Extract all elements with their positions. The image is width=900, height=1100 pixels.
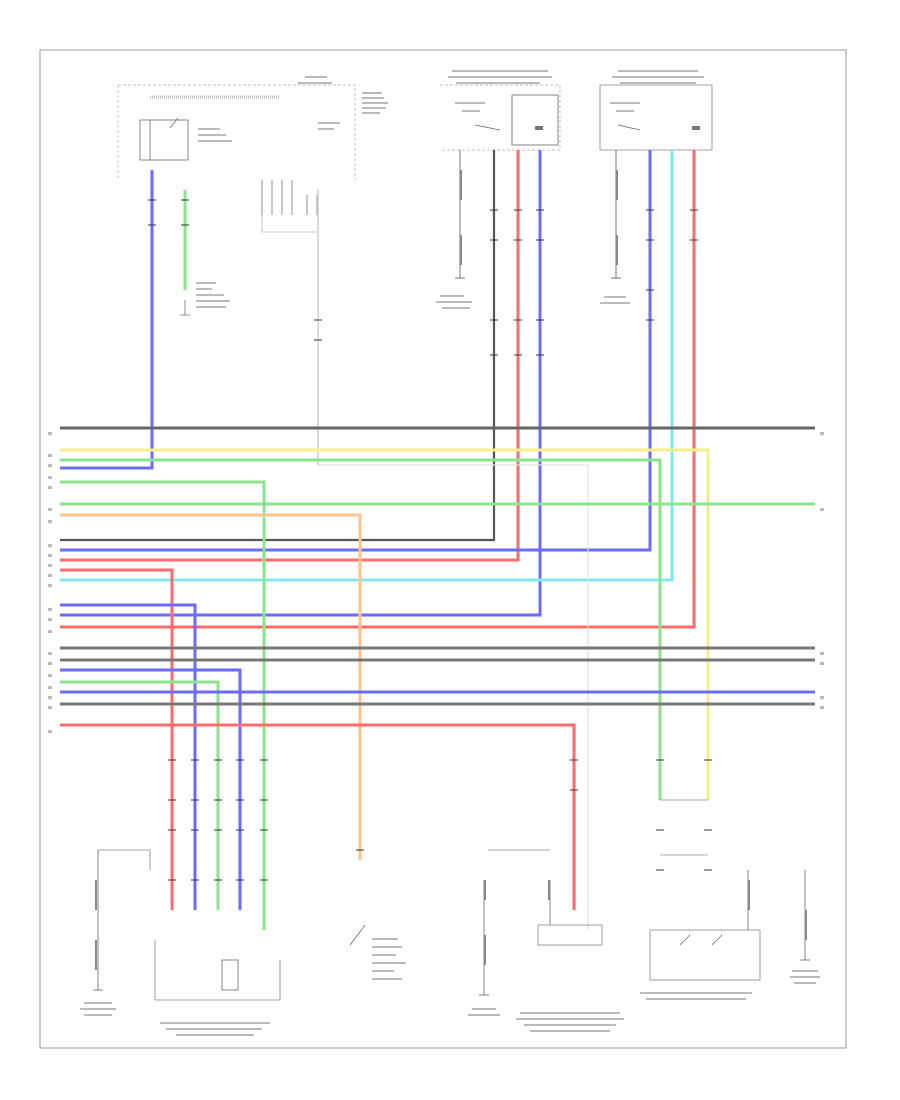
horizontal-bus-wires [60, 426, 815, 930]
wire-blue-left [60, 150, 652, 552]
bus-gray-light [318, 464, 589, 930]
bus-blue-slide-1 [60, 603, 197, 910]
left-slide-door-component [80, 849, 281, 1036]
wire-red-front [60, 150, 520, 562]
wire-red-left [60, 150, 696, 629]
right-slide-door-component [640, 799, 820, 1000]
bus-green-slide [60, 680, 220, 910]
bus-green-1 [60, 458, 662, 800]
bus-red-slide [60, 568, 174, 910]
bus-yellow [60, 448, 710, 800]
wire-blue-front [60, 150, 542, 617]
wire-dark-front [60, 150, 496, 542]
connector-marks [148, 199, 712, 881]
bus-orange [60, 513, 362, 860]
bus-green-2 [60, 480, 266, 930]
front-courtesy-component [349, 849, 624, 1032]
vertical-wires-top [60, 150, 696, 629]
wire-blue-dome [60, 170, 154, 470]
right-pin-labels [820, 432, 824, 709]
dome-light-component [117, 76, 388, 316]
wire-label-marks [95, 170, 807, 970]
bus-red-courtesy [60, 723, 576, 910]
left-pin-labels [48, 432, 52, 733]
diagram-border [39, 49, 847, 1049]
bus-blue-slide-2 [60, 668, 242, 910]
